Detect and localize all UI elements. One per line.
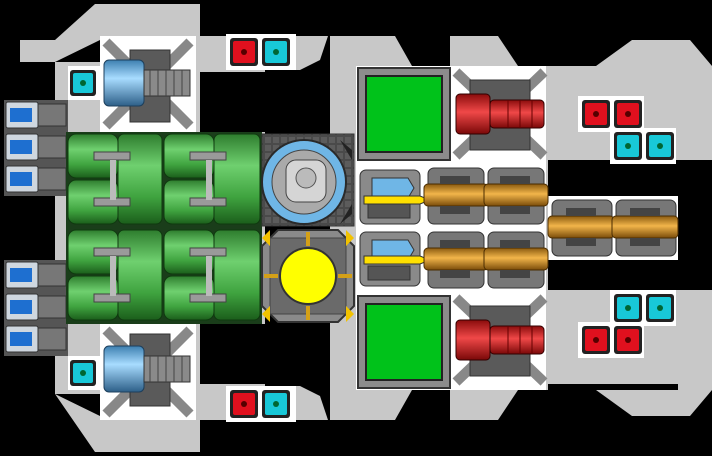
red-light-icon [582,326,610,354]
cannon-top [452,68,548,160]
turret-row [423,167,679,289]
red-light-icon [614,326,642,354]
console-top [357,67,451,161]
thruster-icon [5,165,67,193]
red-light-icon [614,100,642,128]
thruster-icon [5,293,67,321]
red-light-icon [230,390,258,418]
turret-icon [423,231,489,289]
cyan-light-icon [614,132,642,160]
cyan-light-icon [70,70,96,96]
turret-icon [483,167,549,225]
reactor-core [261,229,355,323]
cyan-light-icon [262,390,290,418]
red-light-icon [230,38,258,66]
thruster-icon [5,325,67,353]
console-bottom [357,295,451,389]
engine-top [102,38,194,130]
cyan-light-icon [614,294,642,322]
turret-icon [611,199,679,257]
fuel-tank-block [163,133,261,225]
shield-generator [261,133,355,227]
thruster-icon [5,101,67,129]
fuel-tank-block [67,229,163,321]
missile-bottom [359,231,432,287]
thruster-bank-bottom [4,260,68,356]
thruster-bank-top [4,100,68,196]
cannon-bottom [452,294,548,386]
thruster-icon [5,133,67,161]
cyan-light-icon [646,132,674,160]
thruster-icon [5,261,67,289]
cyan-light-icon [262,38,290,66]
turret-icon [423,167,489,225]
fuel-tank-block [67,133,163,225]
cyan-light-icon [646,294,674,322]
red-light-icon [582,100,610,128]
missile-top [359,169,432,225]
engine-bottom [102,326,194,418]
turret-icon [483,231,549,289]
fuel-tank-block [163,229,261,321]
cyan-light-icon [70,360,96,386]
fuel-tank-array [66,132,262,324]
turret-icon [547,199,615,257]
indicator-lights [70,38,674,418]
